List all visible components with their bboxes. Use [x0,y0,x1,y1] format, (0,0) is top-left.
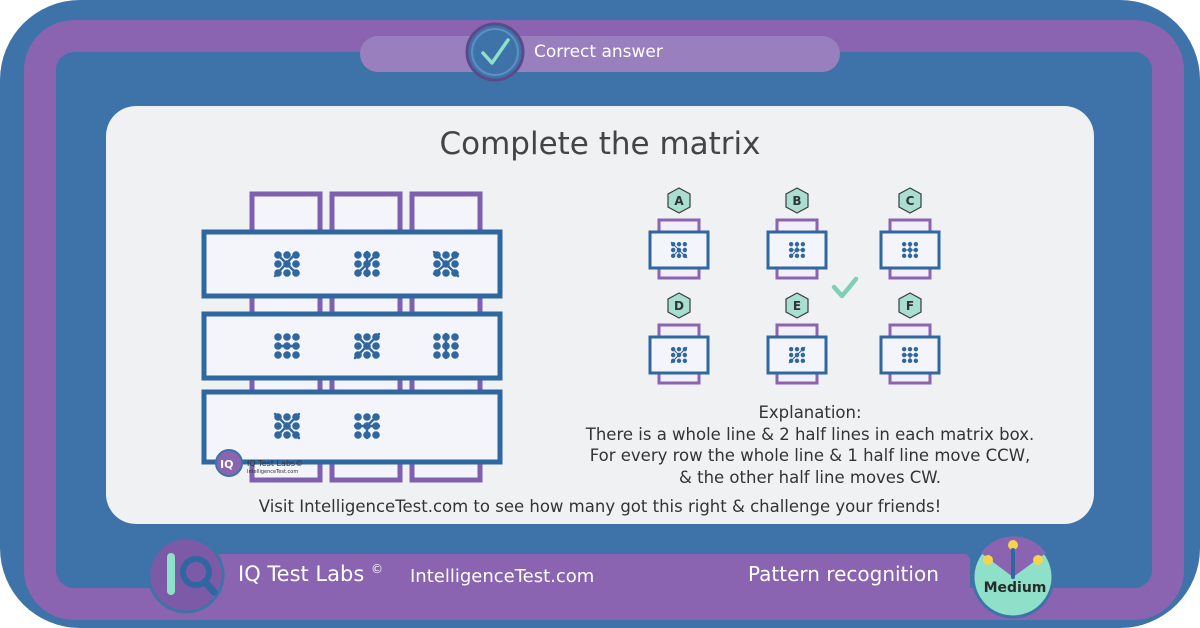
explanation-line: & the other half line moves CW. [679,467,941,487]
matrix-cell [273,251,300,278]
checkmark-icon [465,22,525,82]
matrix-cell [432,250,460,278]
svg-text:F: F [906,299,914,313]
iq-magnifier-logo [147,536,225,614]
brand-name: IQ Test Labs [238,562,365,586]
watermark-site: IntelligenceTest.com [247,469,299,475]
option-d[interactable]: D [648,292,710,385]
svg-text:D: D [674,299,684,313]
difficulty-gauge [971,535,1055,619]
svg-text:B: B [792,194,801,208]
matrix-cell [273,412,301,440]
matrix-grid [201,191,503,483]
explanation-line: For every row the whole line & 1 half li… [589,446,1031,465]
option-c[interactable]: C [879,187,941,280]
svg-text:A: A [674,194,684,208]
matrix-row-3 [201,389,503,465]
copyright-mark: © [370,562,383,576]
footer-band [160,554,970,594]
footer-brand: IQ Test Labs © [238,562,383,586]
correct-checkmark-icon [831,276,859,299]
category-label: Pattern recognition [748,562,939,586]
option-f[interactable]: F [879,292,941,385]
svg-text:IQ: IQ [220,458,233,471]
smile-emoji-icon [983,555,993,565]
matrix-row-1 [201,229,503,299]
option-b[interactable]: B [766,187,828,280]
matrix-cell [433,332,459,360]
explanation: Explanation: There is a whole line & 2 h… [520,402,1100,488]
option-e[interactable]: E [766,292,828,385]
matrix-cell [353,332,381,360]
difficulty-label: Medium [983,580,1047,596]
matrix-row-2 [201,311,503,381]
iq-magnifier-logo: IQ [215,449,243,477]
svg-text:C: C [906,194,915,208]
svg-text:E: E [793,299,801,313]
question-title: Complete the matrix [439,126,761,162]
matrix-cell [353,413,381,440]
explanation-heading: Explanation: [758,403,862,422]
answer-options: A B C D [648,187,941,385]
footer-website[interactable]: IntelligenceTest.com [410,566,595,587]
matrix-cell [274,333,300,359]
call-to-action: Visit IntelligenceTest.com to see how ma… [258,497,942,516]
neutral-emoji-icon [1008,540,1018,550]
matrix-cell [354,250,380,278]
option-a[interactable]: A [648,187,710,280]
watermark-brand: IQ Test Labs© [247,459,304,468]
surprised-emoji-icon [1033,555,1043,565]
explanation-line: There is a whole line & 2 half lines in … [585,424,1035,444]
status-text: Correct answer [534,42,663,62]
